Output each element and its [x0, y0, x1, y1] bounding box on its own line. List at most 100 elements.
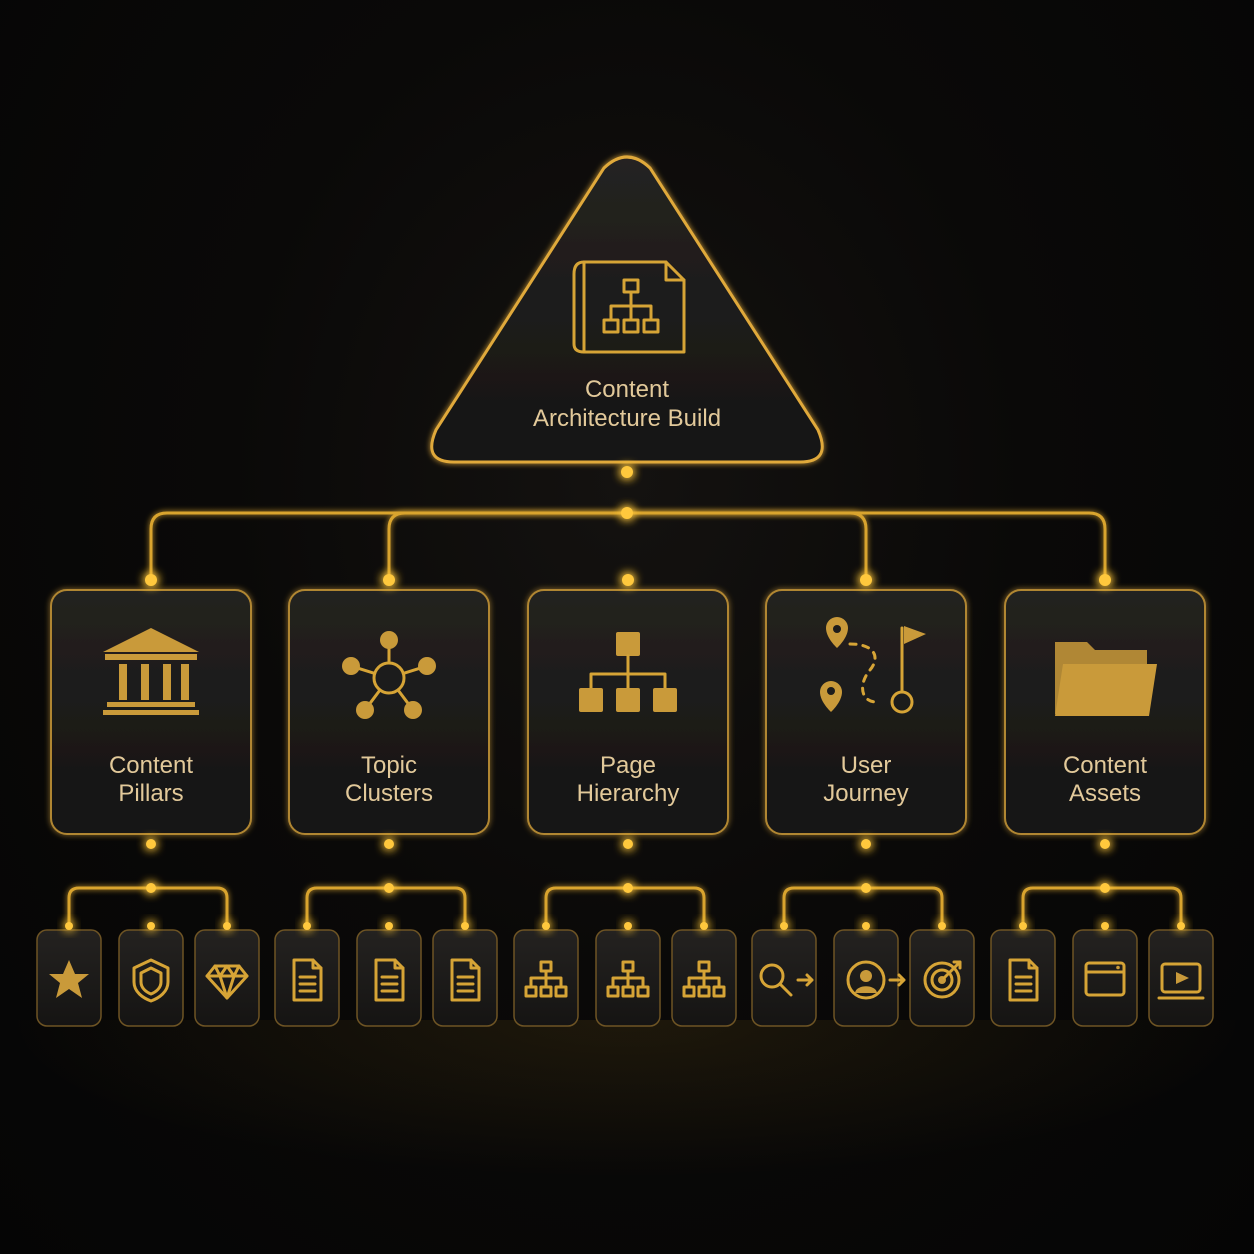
branch-line-4: [1021, 886, 1183, 926]
child-top-dot-0-2: [223, 922, 231, 930]
child-tile-1-0[interactable]: [274, 929, 340, 1027]
diamond-icon: [205, 964, 249, 1000]
category-link-3: [627, 511, 868, 580]
child-top-dot-1-0: [303, 922, 311, 930]
root-node[interactable]: Content Architecture Build: [430, 155, 824, 464]
branch-line-3: [782, 886, 944, 926]
category-label-line2: Pillars: [118, 780, 183, 807]
journey-path-icon: [820, 617, 926, 714]
category-card-panel: [288, 589, 490, 835]
child-tile-2-0[interactable]: [513, 929, 579, 1027]
category-label-line1: User: [841, 752, 892, 779]
category-bottom-dot-4: [1100, 839, 1110, 849]
child-tile-3-0[interactable]: [751, 929, 817, 1027]
category-link-0: [149, 511, 627, 580]
category-label-line1: Topic: [361, 752, 417, 779]
shield-icon: [132, 958, 170, 1003]
category-bottom-dot-1: [384, 839, 394, 849]
child-top-dot-4-1: [1101, 922, 1109, 930]
root-triangle: [430, 155, 824, 464]
child-tile-0-2[interactable]: [194, 929, 260, 1027]
child-top-dot-0-0: [65, 922, 73, 930]
sitemap-icon: [606, 960, 650, 998]
child-tile-1-2[interactable]: [432, 929, 498, 1027]
hierarchy-icon: [579, 632, 677, 712]
document-icon: [292, 958, 323, 1002]
child-top-dot-2-2: [700, 922, 708, 930]
folder-icon: [1055, 642, 1157, 716]
star-icon: [49, 960, 89, 998]
bus-junction-dot: [621, 507, 633, 519]
child-top-dot-0-1: [147, 922, 155, 930]
branch-junction-dot-4: [1100, 883, 1110, 893]
video-player-icon: [1157, 962, 1205, 1000]
pillars-icon: [103, 628, 199, 715]
document-icon: [374, 958, 405, 1002]
child-tile-3-1[interactable]: [833, 929, 906, 1027]
branch-line-1: [305, 886, 467, 926]
branch-junction-dot-3: [861, 883, 871, 893]
child-top-dot-4-2: [1177, 922, 1185, 930]
branch-junction-dot-0: [146, 883, 156, 893]
child-top-dot-1-2: [461, 922, 469, 930]
category-label-line2: Journey: [823, 780, 908, 807]
category-bottom-dot-3: [861, 839, 871, 849]
category-bottom-dot-2: [623, 839, 633, 849]
root-title-line1: Content: [585, 376, 669, 403]
user-icon: [846, 960, 906, 1000]
child-tile-2-2[interactable]: [671, 929, 737, 1027]
category-bottom-dot-0: [146, 839, 156, 849]
child-tile-panel: [1072, 929, 1138, 1027]
child-tile-4-0[interactable]: [990, 929, 1056, 1027]
category-top-dot-0: [145, 574, 157, 586]
child-tile-panel: [118, 929, 184, 1027]
child-tile-2-1[interactable]: [595, 929, 661, 1027]
category-top-dot-2: [622, 574, 634, 586]
branch-junction-dot-1: [384, 883, 394, 893]
branch-line-0: [67, 886, 229, 926]
child-top-dot-4-0: [1019, 922, 1027, 930]
branch-line-2: [544, 886, 706, 926]
hub-network-icon: [342, 631, 436, 719]
category-label-line1: Content: [109, 752, 193, 779]
child-tile-0-0[interactable]: [36, 929, 102, 1027]
sitemap-icon: [524, 960, 568, 998]
category-link-4: [627, 511, 1107, 580]
category-top-dot-1: [383, 574, 395, 586]
connector-lines: [67, 472, 1183, 926]
sitemap-icon: [682, 960, 726, 998]
child-tile-1-1[interactable]: [356, 929, 422, 1027]
child-top-dot-2-0: [542, 922, 550, 930]
child-top-dot-2-1: [624, 922, 632, 930]
category-label-line2: Hierarchy: [577, 780, 680, 807]
child-top-dot-3-1: [862, 922, 870, 930]
category-label-line2: Assets: [1069, 780, 1141, 807]
child-tile-4-2[interactable]: [1148, 929, 1214, 1027]
document-icon: [450, 958, 481, 1002]
browser-window-icon: [1084, 961, 1126, 997]
child-tile-panel: [194, 929, 260, 1027]
category-label-line2: Clusters: [345, 780, 433, 807]
category-card-panel: [765, 589, 967, 835]
category-top-dot-3: [860, 574, 872, 586]
target-icon: [923, 960, 962, 999]
blueprint-sitemap-icon: [572, 260, 686, 354]
child-tile-0-1[interactable]: [118, 929, 184, 1027]
child-tile-4-1[interactable]: [1072, 929, 1138, 1027]
category-label-line1: Page: [600, 752, 656, 779]
category-label-line1: Content: [1063, 752, 1147, 779]
category-top-dot-4: [1099, 574, 1111, 586]
branch-junction-dot-2: [623, 883, 633, 893]
child-top-dot-1-1: [385, 922, 393, 930]
child-tile-3-2[interactable]: [909, 929, 975, 1027]
document-icon: [1008, 958, 1039, 1002]
child-top-dot-3-2: [938, 922, 946, 930]
root-connector-dot: [621, 466, 633, 478]
search-icon: [759, 963, 814, 997]
